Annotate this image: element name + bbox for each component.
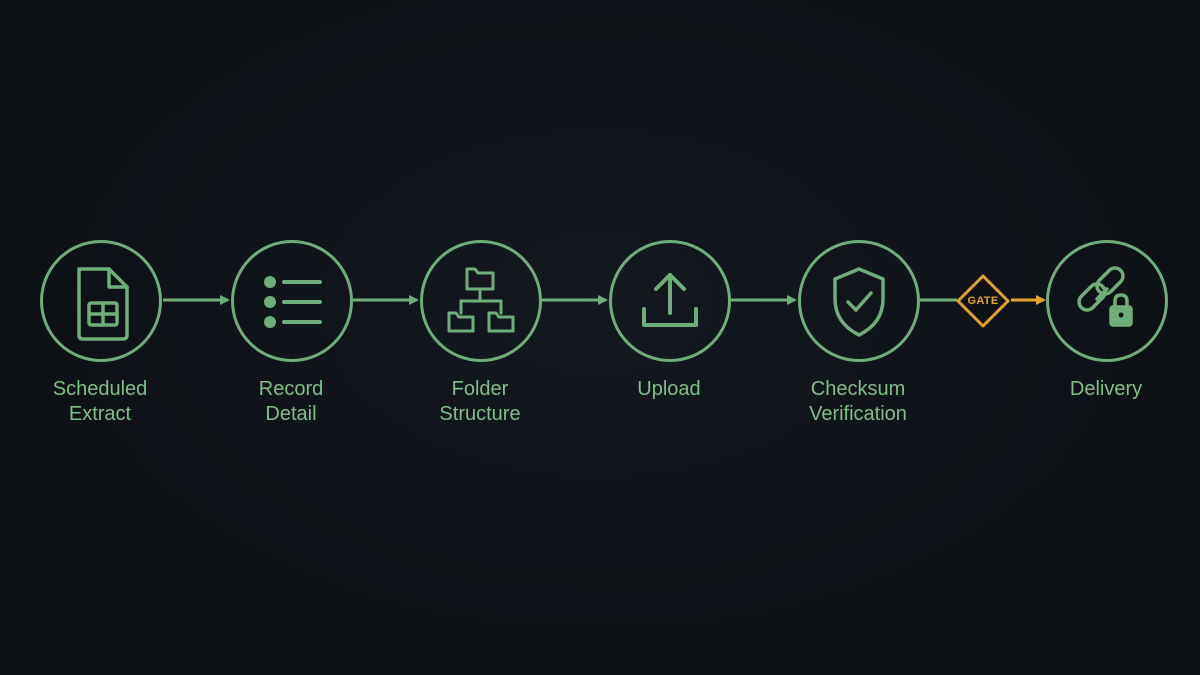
spreadsheet-file-icon (77, 267, 129, 341)
shield-check-icon (833, 267, 885, 337)
step-delivery: Delivery (1016, 0, 1196, 440)
step-record-detail: Record Detail (201, 0, 381, 440)
step-node (798, 240, 920, 362)
step-label: Upload (637, 378, 701, 400)
step-label: Folder Structure (439, 378, 521, 425)
step-upload: Upload (579, 0, 759, 440)
step-node (609, 240, 731, 362)
step-label: Delivery (1069, 378, 1143, 400)
step-label: Checksum Verification (809, 378, 907, 425)
gate: GATE (955, 273, 1011, 329)
step-folder-structure: Folder Structure (390, 0, 570, 440)
step-node (1046, 240, 1168, 362)
diamond-icon (956, 274, 1010, 328)
step-scheduled-extract: Scheduled Extract (10, 0, 190, 440)
gate-label: GATE (967, 295, 999, 307)
step-node (420, 240, 542, 362)
step-checksum-verification: Checksum Verification (768, 0, 948, 440)
upload-icon (642, 273, 698, 327)
folder-tree-icon (447, 267, 515, 333)
list-icon (264, 276, 322, 328)
step-label: Scheduled Extract (52, 378, 148, 425)
step-node (40, 240, 162, 362)
link-lock-icon (1077, 266, 1133, 327)
step-node (231, 240, 353, 362)
step-label: Record Detail (258, 378, 324, 425)
